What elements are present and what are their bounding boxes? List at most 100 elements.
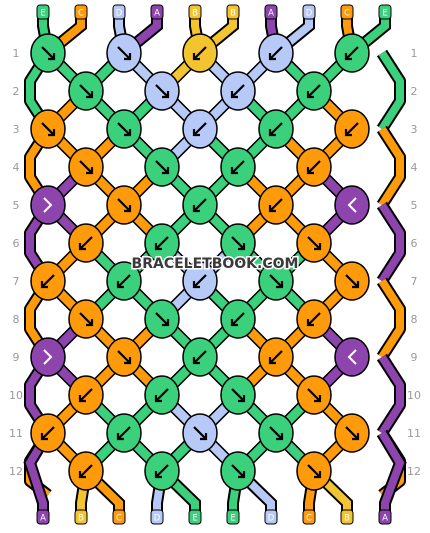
knot xyxy=(220,147,256,187)
knot-arrowhead xyxy=(154,243,162,251)
knot xyxy=(334,337,370,377)
knot xyxy=(258,33,294,73)
edge-strand-right xyxy=(378,354,404,436)
knot xyxy=(68,147,104,187)
knot xyxy=(334,33,370,73)
knot xyxy=(220,71,256,111)
knot-arrowhead xyxy=(344,53,352,61)
top-strand-label: B xyxy=(192,9,198,19)
knot-arrow xyxy=(41,274,55,288)
knot xyxy=(30,261,66,301)
bottom-strand-label: B xyxy=(78,514,84,524)
knot-shape xyxy=(30,337,66,377)
knot-arrow xyxy=(307,388,321,402)
knot-arrowhead xyxy=(40,281,48,289)
knot-arrow xyxy=(345,426,359,440)
knot xyxy=(30,337,66,377)
knot-layer xyxy=(30,33,370,491)
knot-arrowhead xyxy=(154,395,162,403)
knot-arrowhead xyxy=(78,243,86,251)
bottom-strand-label-chip xyxy=(150,509,164,525)
bottom-strand-label: C xyxy=(306,514,312,524)
knot xyxy=(182,109,218,149)
bottom-strand-label-chip xyxy=(188,509,202,525)
knot xyxy=(144,147,180,187)
knot-arrowhead xyxy=(124,205,132,213)
knot xyxy=(144,451,180,491)
top-strand-label-chip xyxy=(188,4,202,20)
top-strand-label: E xyxy=(40,9,45,19)
top-strand-label: E xyxy=(382,9,387,19)
knot-arrowhead xyxy=(192,281,200,289)
knot-arrow xyxy=(231,312,245,326)
knot-arrow xyxy=(269,122,283,136)
knot xyxy=(258,337,294,377)
knot-arrowhead xyxy=(230,167,238,175)
row-label-right: 2 xyxy=(411,85,418,98)
knot-shape xyxy=(30,185,66,225)
knot xyxy=(334,185,370,225)
bottom-strand-label-chip xyxy=(302,509,316,525)
knot-arrow xyxy=(193,274,207,288)
row-label-left: 1 xyxy=(13,47,20,60)
knot-arrow xyxy=(347,349,357,365)
bottom-strand-label-chip xyxy=(340,509,354,525)
knot-arrow xyxy=(41,122,55,136)
knot xyxy=(334,413,370,453)
row-label-left: 7 xyxy=(13,275,20,288)
knot-arrow xyxy=(117,198,131,212)
row-label-right: 11 xyxy=(407,427,421,440)
knot-arrowhead xyxy=(116,281,124,289)
knot xyxy=(106,33,142,73)
knot xyxy=(68,375,104,415)
row-label-right: 1 xyxy=(411,47,418,60)
knot xyxy=(296,299,332,339)
bottom-strand-label: E xyxy=(230,514,235,524)
knot-arrow xyxy=(231,236,245,250)
knot-arrowhead xyxy=(192,53,200,61)
knot-arrowhead xyxy=(276,433,284,441)
knot-arrowhead xyxy=(116,433,124,441)
knot-arrow xyxy=(155,160,169,174)
row-label-left: 8 xyxy=(13,313,20,326)
knot-arrowhead xyxy=(124,53,132,61)
row-label-right: 5 xyxy=(411,199,418,212)
knot xyxy=(296,147,332,187)
knot-arrowhead xyxy=(48,53,56,61)
knot xyxy=(144,299,180,339)
knot xyxy=(182,337,218,377)
row-label-left: 3 xyxy=(13,123,20,136)
knot-arrow xyxy=(269,426,283,440)
knot-arrow xyxy=(41,426,55,440)
knot-arrowhead xyxy=(238,243,246,251)
knot-shape xyxy=(334,337,370,377)
bottom-strand-label-chip xyxy=(264,509,278,525)
knot-arrow xyxy=(231,464,245,478)
knot-arrowhead xyxy=(192,129,200,137)
knot-arrowhead xyxy=(48,129,56,137)
knot-arrow xyxy=(269,46,283,60)
knot-arrowhead xyxy=(78,471,86,479)
row-label-left: 4 xyxy=(13,161,20,174)
top-strand-label: C xyxy=(344,9,350,19)
knot-arrowhead xyxy=(230,319,238,327)
knot-arrow xyxy=(193,198,207,212)
knot xyxy=(30,109,66,149)
knot-arrowhead xyxy=(344,129,352,137)
bottom-strand-label-chip xyxy=(378,509,392,525)
knot-arrow xyxy=(117,122,131,136)
knot-arrow xyxy=(345,274,359,288)
knot-arrow xyxy=(345,122,359,136)
knot xyxy=(182,261,218,301)
knot-arrow xyxy=(231,160,245,174)
knot-arrowhead xyxy=(238,395,246,403)
knot-arrowhead xyxy=(314,395,322,403)
knot-arrow xyxy=(79,236,93,250)
knot xyxy=(220,223,256,263)
edge-strand-right xyxy=(378,126,404,208)
knot-arrowhead xyxy=(268,205,276,213)
knot xyxy=(258,413,294,453)
top-strand-label-chip xyxy=(74,4,88,20)
knot-arrow xyxy=(193,426,207,440)
knot-arrow xyxy=(345,46,359,60)
